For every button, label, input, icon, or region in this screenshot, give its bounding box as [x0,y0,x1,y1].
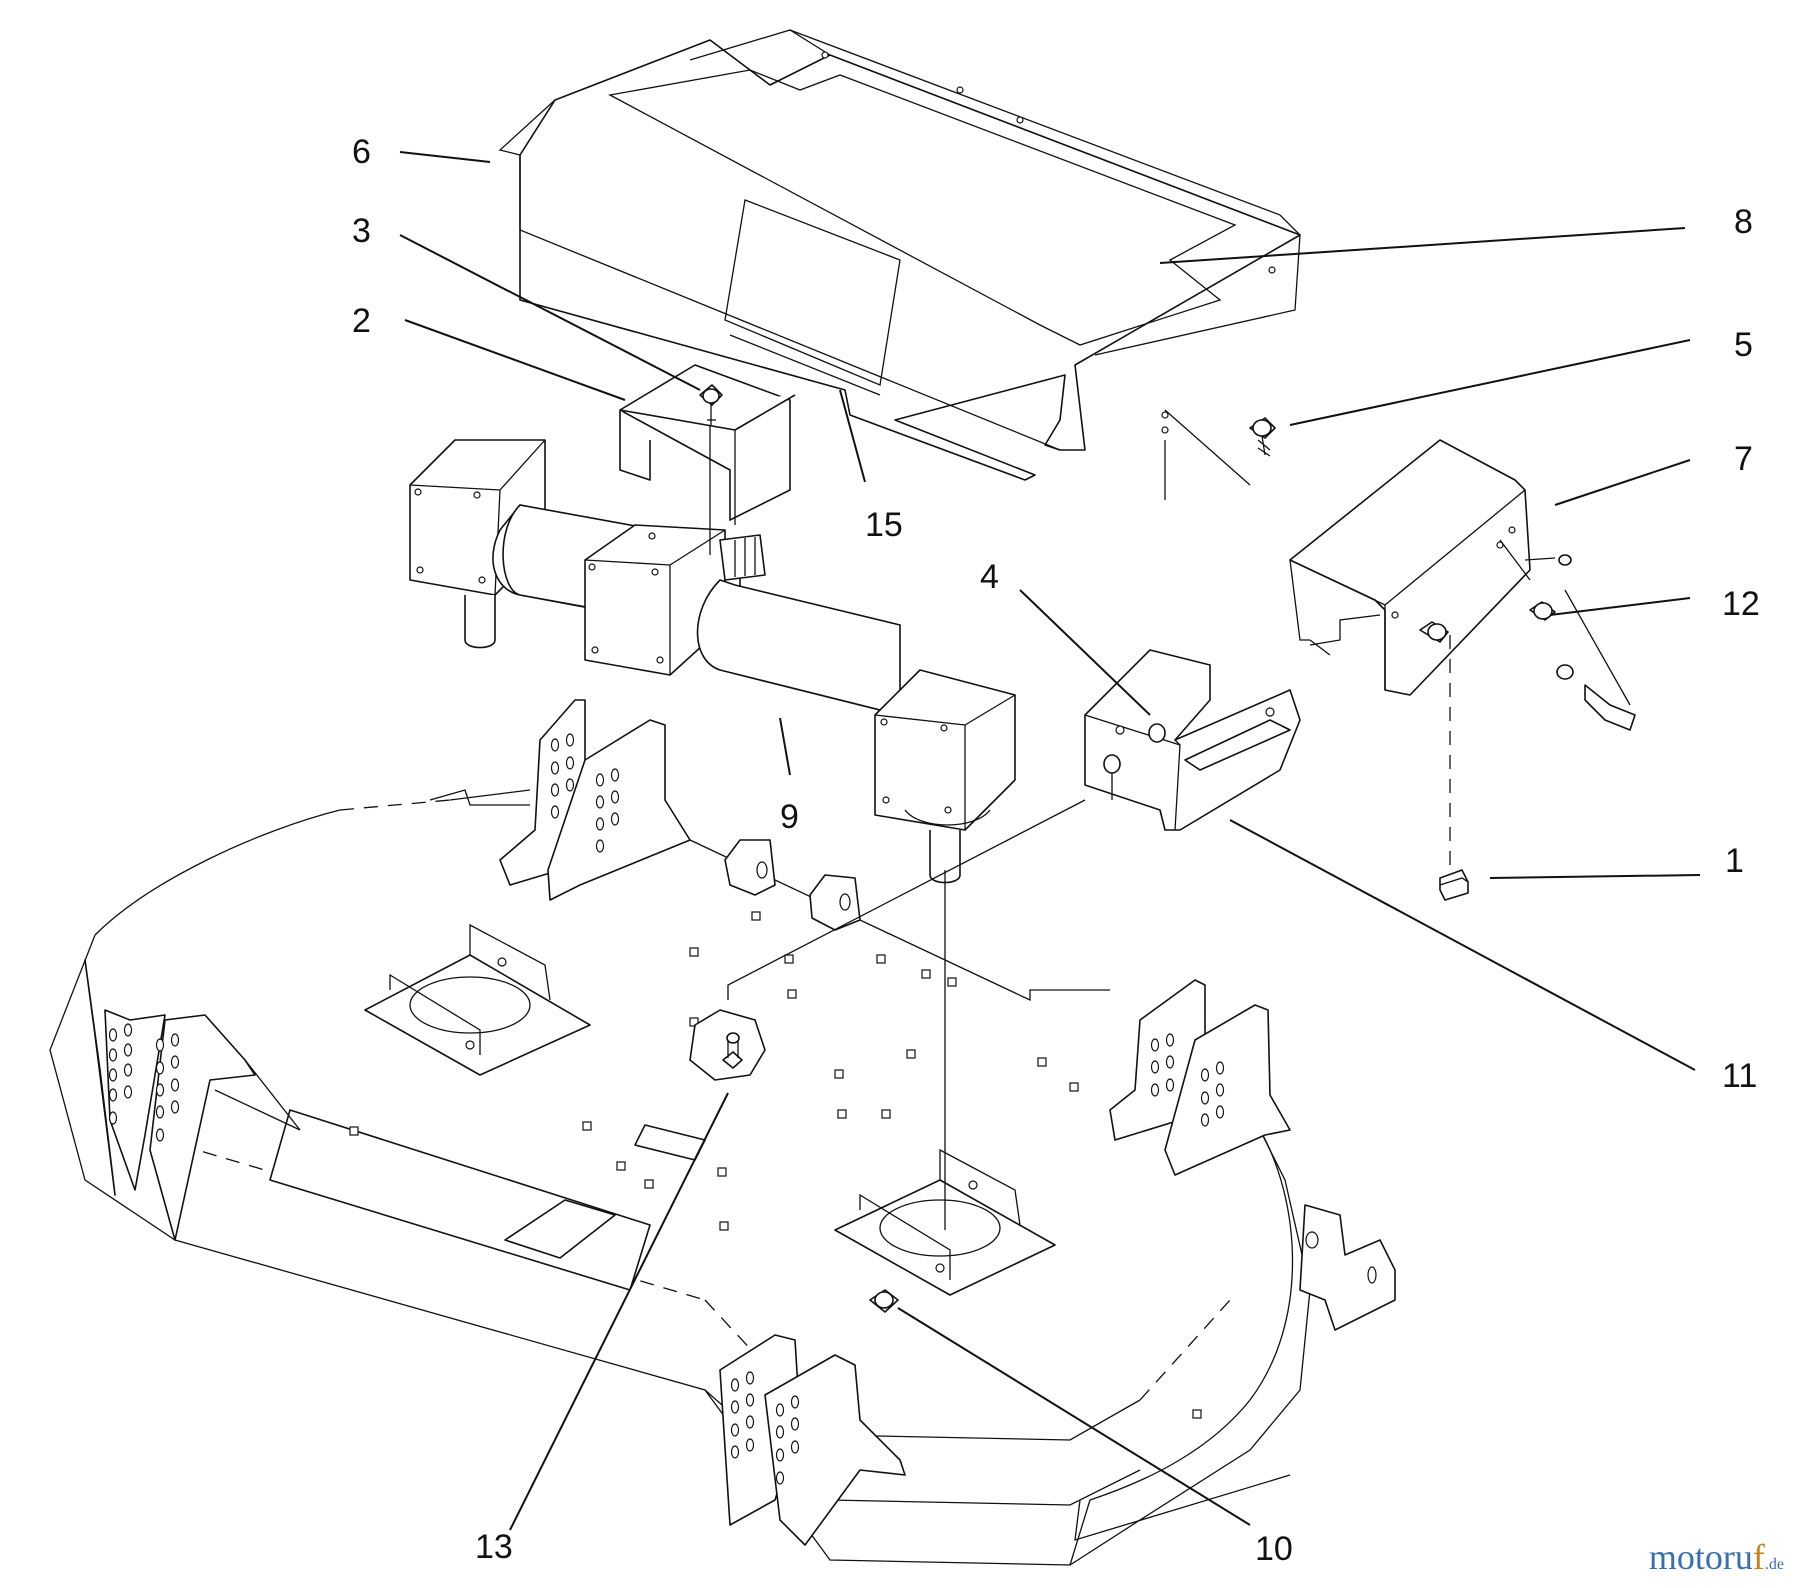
mounting-bracket [1084,649,1301,831]
watermark-accent: f [1752,1537,1765,1577]
front-deck-brackets [719,1334,906,1546]
callout-12: 12 [1722,585,1760,623]
watermark-text: motoru [1648,1537,1753,1577]
left-deck-brackets [84,959,301,1241]
spline-cover [619,364,796,525]
callout-11: 11 [1722,1057,1757,1095]
bolt-5 [1249,417,1276,457]
gearbox-assembly [409,439,1016,884]
callout-1: 1 [1725,842,1744,880]
leader-lines [399,151,1701,1531]
callout-labels: 6 3 2 15 8 5 7 12 4 9 1 11 13 10 [352,133,1760,1568]
mower-deck [49,789,1311,1566]
callout-3: 3 [352,212,371,250]
clip-1 [1439,869,1469,901]
callout-2: 2 [352,302,371,340]
callout-5: 5 [1734,326,1753,364]
spindle-mount-right [834,1148,1056,1296]
top-shield [498,29,1301,481]
callout-6: 6 [352,133,371,171]
callout-7: 7 [1734,440,1753,478]
callout-4: 4 [980,558,999,596]
right-cover [1289,439,1636,731]
callout-9: 9 [780,798,799,836]
watermark-domain: .de [1764,1556,1784,1573]
callout-13: 13 [475,1528,513,1566]
callout-8: 8 [1734,203,1753,241]
right-deck-brackets [1109,979,1396,1331]
bolt-10 [869,1289,899,1313]
bolt-3 [699,384,723,425]
callout-15: 15 [865,506,903,544]
watermark-logo: motoruf.de [1649,1536,1784,1578]
callout-10: 10 [1255,1530,1293,1568]
rear-center-brackets [429,699,861,931]
alignment-lines [709,409,1451,1230]
bolt-13 [689,1009,766,1081]
spindle-mount-left [364,923,591,1076]
